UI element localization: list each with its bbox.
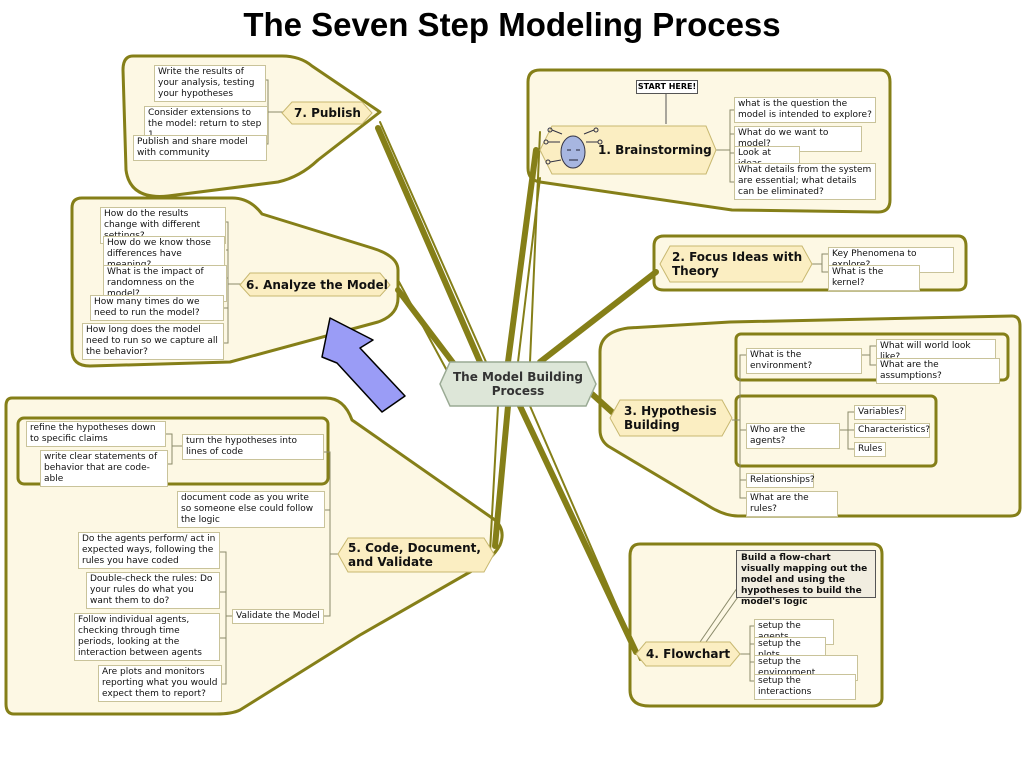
- start-here-callout: START HERE!: [636, 80, 698, 94]
- refine-sub-region: [16, 416, 330, 486]
- trunk-focus: [537, 269, 659, 365]
- trunk-analyze: [395, 287, 463, 375]
- topic-focus[interactable]: 2. Focus Ideas with Theory: [672, 250, 803, 278]
- flowchart-note: Build a flow-chart visually mapping out …: [736, 550, 876, 607]
- validate-sub-leaf[interactable]: Are plots and monitors reporting what yo…: [98, 665, 222, 702]
- validate-sub-leaf[interactable]: Follow individual agents, checking throu…: [74, 613, 220, 661]
- turn-leaf[interactable]: turn the hypotheses into lines of code: [182, 434, 324, 460]
- environment-leaf[interactable]: What is the environment?: [746, 348, 862, 374]
- page-title: The Seven Step Modeling Process: [243, 6, 781, 43]
- agent-sub-leaf[interactable]: Rules: [854, 442, 886, 457]
- topic-analyze[interactable]: 6. Analyze the Model: [246, 277, 388, 292]
- brainstorm-leaf[interactable]: what is the question the model is intend…: [734, 97, 876, 123]
- topic-code[interactable]: 5. Code, Document, and Validate: [348, 541, 481, 569]
- agent-sub-leaf[interactable]: Variables?: [854, 405, 906, 420]
- agents-sub-region: [734, 394, 938, 468]
- topic-brainstorm[interactable]: 1. Brainstorming: [598, 143, 712, 157]
- agent-sub-leaf[interactable]: Characteristics?: [854, 423, 930, 438]
- analyze-leaf[interactable]: How many times do we need to run the mod…: [90, 295, 224, 321]
- center-node[interactable]: The Model Building Process: [452, 370, 583, 398]
- topic-flowchart[interactable]: 4. Flowchart: [646, 647, 731, 661]
- topic-publish[interactable]: 7. Publish: [294, 106, 361, 120]
- trunk-publish: [375, 125, 483, 365]
- trunk-code: [492, 403, 511, 549]
- env-sub-region: [734, 332, 1010, 382]
- publish-leaf[interactable]: Write the results of your analysis, test…: [154, 65, 266, 102]
- topic-shape-hypothesis: [609, 399, 733, 437]
- topic-shape-flowchart: [635, 641, 741, 667]
- topic-shape-focus: [659, 245, 813, 283]
- refine-leaf[interactable]: refine the hypotheses down to specific c…: [26, 421, 166, 447]
- agents-leaf[interactable]: Who are the agents?: [746, 423, 840, 449]
- publish-leaf[interactable]: Publish and share model with community: [133, 135, 267, 161]
- analyze-leaf[interactable]: How long does the model need to run so w…: [82, 323, 224, 360]
- focus-leaf[interactable]: What is the kernel?: [828, 265, 920, 291]
- topic-hypothesis[interactable]: 3. Hypothesis Building: [624, 404, 717, 432]
- relationships-leaf[interactable]: Relationships?: [746, 473, 815, 488]
- write-leaf[interactable]: write clear statements of behavior that …: [40, 450, 168, 487]
- validate-sub-leaf[interactable]: Double-check the rules: Do your rules do…: [86, 572, 220, 609]
- trunk-brainstorm: [505, 147, 539, 365]
- trunk-flowchart: [517, 403, 639, 655]
- topic-shape-analyze: [239, 272, 391, 297]
- rules-leaf[interactable]: What are the rules?: [746, 491, 838, 517]
- env-sub-leaf[interactable]: What are the assumptions?: [876, 358, 1000, 384]
- topic-shape-publish: [281, 101, 373, 125]
- validate-leaf[interactable]: Validate the Model: [232, 609, 324, 624]
- validate-sub-leaf[interactable]: Do the agents perform/ act in expected w…: [78, 532, 220, 569]
- brain-head-icon: [543, 127, 603, 169]
- flowchart-leaf[interactable]: setup the interactions: [754, 674, 856, 700]
- document-leaf[interactable]: document code as you write so someone el…: [177, 491, 325, 528]
- trunk-hypothesis: [589, 391, 615, 415]
- brainstorm-leaf[interactable]: What details from the system are essenti…: [734, 163, 876, 200]
- center-node-shape: [439, 361, 597, 407]
- topic-shape-brainstorm: [539, 125, 717, 175]
- topic-shape-code: [337, 537, 495, 573]
- blue-arrow: [321, 317, 406, 413]
